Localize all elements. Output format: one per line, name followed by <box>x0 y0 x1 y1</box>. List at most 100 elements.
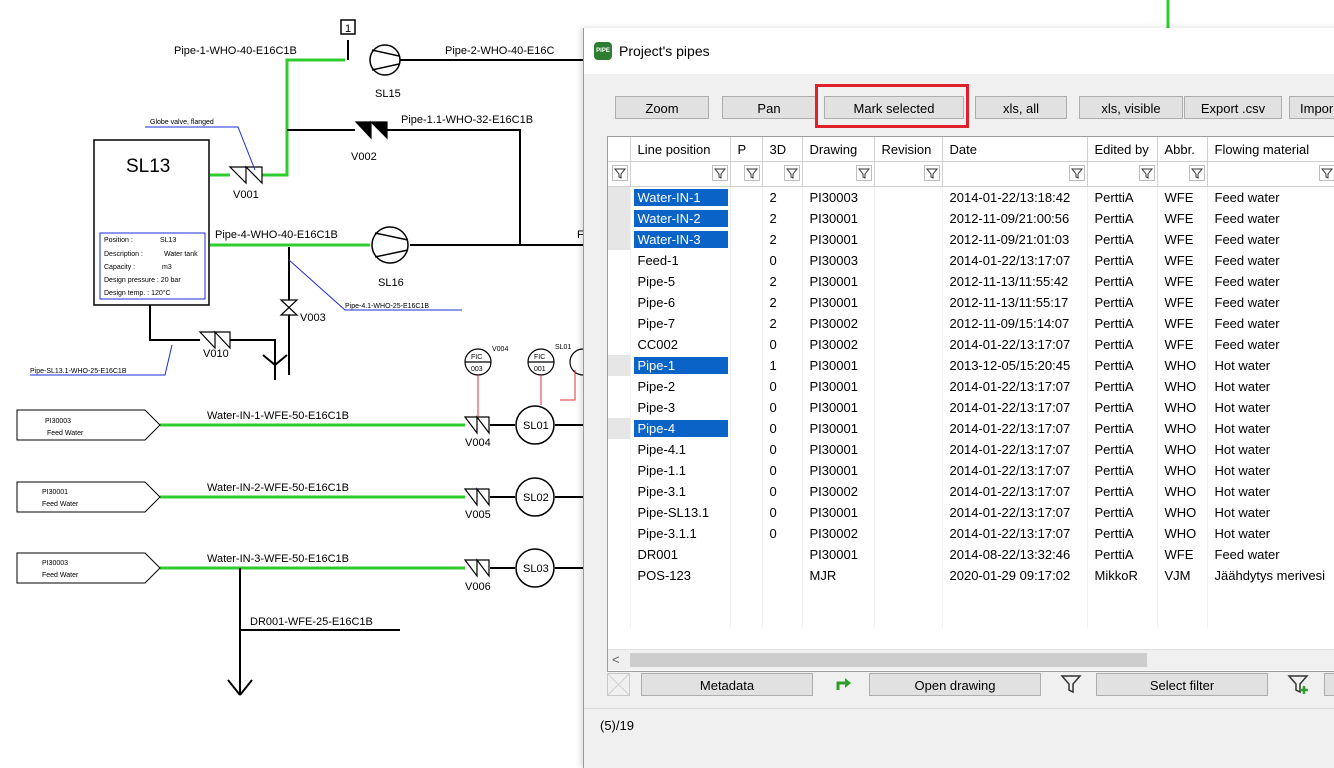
cell-revision[interactable] <box>874 334 942 355</box>
cell-edited-by[interactable]: PerttiA <box>1087 544 1157 565</box>
cell-abbr[interactable]: WFE <box>1157 271 1207 292</box>
filter-icon[interactable] <box>924 165 940 181</box>
open-drawing-button[interactable]: Open drawing <box>869 673 1041 696</box>
filter-all-cell[interactable] <box>608 162 630 187</box>
cell-revision[interactable] <box>874 544 942 565</box>
filter-line-position[interactable] <box>630 162 730 187</box>
selected-line-position[interactable]: Water-IN-3 <box>634 231 728 248</box>
filter-icon[interactable] <box>784 165 800 181</box>
cell-edited-by[interactable]: PerttiA <box>1087 481 1157 502</box>
row-header[interactable] <box>608 523 630 544</box>
cell-revision[interactable] <box>874 271 942 292</box>
cell-drawing[interactable]: PI30002 <box>802 334 874 355</box>
table-row[interactable]: Pipe-4.10PI300012014-01-22/13:17:07Pertt… <box>608 439 1334 460</box>
cell-3d[interactable]: 0 <box>762 418 802 439</box>
cell-abbr[interactable]: WHO <box>1157 439 1207 460</box>
cell-date[interactable]: 2014-01-22/13:18:42 <box>942 187 1087 209</box>
cell-date[interactable]: 2013-12-05/15:20:45 <box>942 355 1087 376</box>
table-row[interactable]: Pipe-1.10PI300012014-01-22/13:17:07Pertt… <box>608 460 1334 481</box>
cell-p[interactable] <box>730 544 762 565</box>
cell-line-position[interactable]: Pipe-2 <box>630 376 730 397</box>
table-row[interactable]: Pipe-SL13.10PI300012014-01-22/13:17:07Pe… <box>608 502 1334 523</box>
cell-drawing[interactable]: PI30001 <box>802 229 874 250</box>
cell-p[interactable] <box>730 376 762 397</box>
cell-line-position[interactable]: Pipe-7 <box>630 313 730 334</box>
cell-revision[interactable] <box>874 250 942 271</box>
row-header[interactable] <box>608 229 630 250</box>
cell-line-position[interactable]: Pipe-3.1 <box>630 481 730 502</box>
cell-line-position[interactable]: Pipe-SL13.1 <box>630 502 730 523</box>
cell-edited-by[interactable]: PerttiA <box>1087 292 1157 313</box>
cell-3d[interactable]: 1 <box>762 355 802 376</box>
cell-line-position[interactable]: DR001 <box>630 544 730 565</box>
selected-line-position[interactable]: Water-IN-1 <box>634 189 728 206</box>
filter-icon[interactable] <box>1139 165 1155 181</box>
cell-line-position[interactable]: CC002 <box>630 334 730 355</box>
cell-flowing-material[interactable]: Hot water <box>1207 439 1334 460</box>
cell-p[interactable] <box>730 271 762 292</box>
cell-p[interactable] <box>730 334 762 355</box>
zoom-button[interactable]: Zoom <box>615 96 709 119</box>
filter-p[interactable] <box>730 162 762 187</box>
cell-flowing-material[interactable]: Feed water <box>1207 250 1334 271</box>
cell-line-position[interactable]: Pipe-5 <box>630 271 730 292</box>
cell-drawing[interactable]: PI30001 <box>802 397 874 418</box>
cell-flowing-material[interactable]: Feed water <box>1207 334 1334 355</box>
row-header[interactable] <box>608 208 630 229</box>
cell-line-position[interactable]: Pipe-1 <box>630 355 730 376</box>
import-button[interactable]: Impor <box>1289 96 1334 119</box>
cell-flowing-material[interactable]: Hot water <box>1207 397 1334 418</box>
cell-flowing-material[interactable]: Jäähdytys merivesi <box>1207 565 1334 586</box>
row-header[interactable] <box>608 187 630 209</box>
add-filter-icon[interactable] <box>1287 673 1311 695</box>
cell-flowing-material[interactable]: Hot water <box>1207 502 1334 523</box>
cell-3d[interactable]: 2 <box>762 313 802 334</box>
cell-revision[interactable] <box>874 481 942 502</box>
cell-line-position[interactable]: Water-IN-3 <box>630 229 730 250</box>
cell-abbr[interactable]: WFE <box>1157 187 1207 209</box>
cell-line-position[interactable]: Feed-1 <box>630 250 730 271</box>
cell-flowing-material[interactable]: Hot water <box>1207 481 1334 502</box>
cell-3d[interactable]: 2 <box>762 229 802 250</box>
cell-drawing[interactable]: PI30001 <box>802 208 874 229</box>
cell-date[interactable]: 2020-01-29 09:17:02 <box>942 565 1087 586</box>
row-header[interactable] <box>608 460 630 481</box>
cell-date[interactable]: 2014-01-22/13:17:07 <box>942 334 1087 355</box>
cell-line-position[interactable]: Pipe-3.1.1 <box>630 523 730 544</box>
cell-drawing[interactable]: PI30002 <box>802 481 874 502</box>
cell-revision[interactable] <box>874 187 942 209</box>
cell-abbr[interactable]: WFE <box>1157 250 1207 271</box>
cell-p[interactable] <box>730 523 762 544</box>
table-row[interactable]: Water-IN-12PI300032014-01-22/13:18:42Per… <box>608 187 1334 209</box>
filter-icon[interactable] <box>856 165 872 181</box>
col-line-position[interactable]: Line position <box>630 137 730 162</box>
row-header[interactable] <box>608 376 630 397</box>
select-filter-button[interactable]: Select filter <box>1096 673 1268 696</box>
cell-line-position[interactable]: Pipe-4 <box>630 418 730 439</box>
cell-3d[interactable]: 0 <box>762 523 802 544</box>
cell-date[interactable]: 2014-01-22/13:17:07 <box>942 523 1087 544</box>
cell-p[interactable] <box>730 481 762 502</box>
table-row[interactable]: Pipe-30PI300012014-01-22/13:17:07PerttiA… <box>608 397 1334 418</box>
cell-revision[interactable] <box>874 208 942 229</box>
cell-edited-by[interactable]: PerttiA <box>1087 250 1157 271</box>
cell-revision[interactable] <box>874 460 942 481</box>
cell-revision[interactable] <box>874 355 942 376</box>
row-header[interactable] <box>608 481 630 502</box>
cell-p[interactable] <box>730 313 762 334</box>
cell-line-position[interactable]: Pipe-3 <box>630 397 730 418</box>
cell-3d[interactable]: 0 <box>762 397 802 418</box>
scrollbar-thumb[interactable] <box>630 653 1147 667</box>
table-row[interactable]: Pipe-3.1.10PI300022014-01-22/13:17:07Per… <box>608 523 1334 544</box>
cell-line-position[interactable]: POS-123 <box>630 565 730 586</box>
table-row[interactable]: Pipe-40PI300012014-01-22/13:17:07PerttiA… <box>608 418 1334 439</box>
cell-revision[interactable] <box>874 523 942 544</box>
filter-icon[interactable] <box>1189 165 1205 181</box>
filter-icon[interactable] <box>1060 673 1082 695</box>
scroll-left-icon[interactable]: < <box>612 652 620 667</box>
cell-p[interactable] <box>730 565 762 586</box>
cell-edited-by[interactable]: PerttiA <box>1087 334 1157 355</box>
cell-revision[interactable] <box>874 397 942 418</box>
cell-date[interactable]: 2012-11-09/21:00:56 <box>942 208 1087 229</box>
cell-drawing[interactable]: PI30001 <box>802 460 874 481</box>
